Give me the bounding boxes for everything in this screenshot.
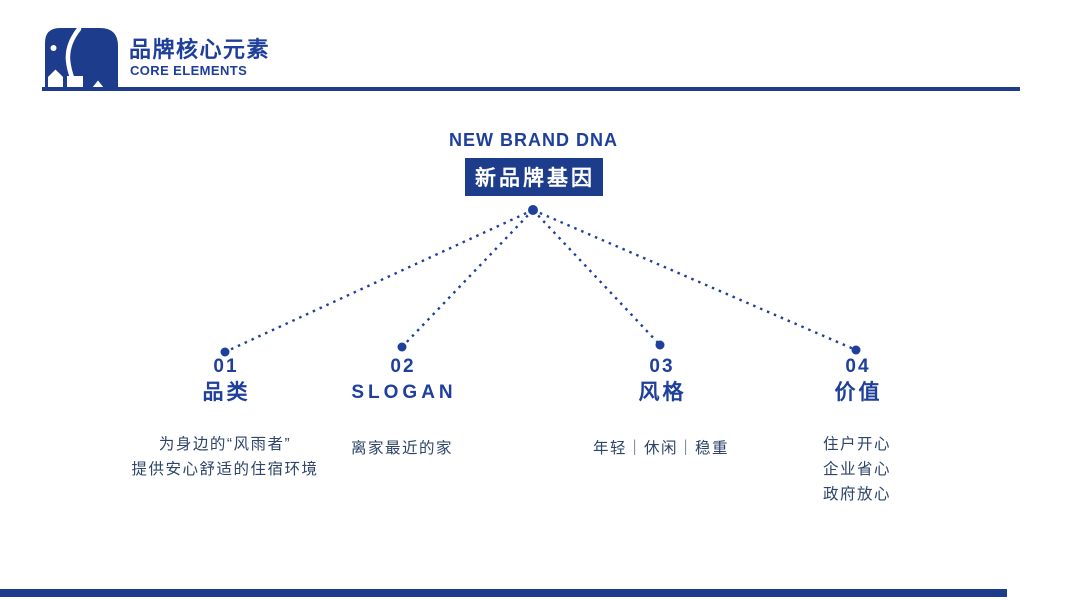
root-label-zh: 新品牌基因 (475, 167, 595, 190)
page-subtitle: CORE ELEMENTS (130, 63, 248, 78)
branch-number: 01 (213, 356, 239, 377)
branch-style: 03 风格 年轻｜休闲｜稳重 (511, 356, 811, 461)
header-divider (42, 87, 1020, 91)
branch-title: 价值 (834, 381, 883, 404)
elephant-logo-icon (45, 28, 118, 88)
page-title: 品牌核心元素 (129, 37, 271, 62)
root-node-box: 新品牌基因 (464, 158, 603, 196)
branch-slogan: 02 SLOGAN 离家最近的家 (252, 356, 552, 461)
footer-accent-bar (0, 589, 1007, 597)
branch-category: 01 品类 为身边的“风雨者” 提供安心舒适的住宿环境 (75, 356, 375, 482)
branch-title: 风格 (638, 381, 687, 404)
branch-description: 住户开心 企业省心 政府放心 (822, 436, 891, 503)
branch-value: 04 价值 住户开心 企业省心 政府放心 (707, 356, 1007, 507)
branch-description: 离家最近的家 (350, 440, 453, 457)
branch-number: 04 (845, 356, 871, 377)
branch-title: SLOGAN (351, 382, 457, 403)
branch-title: 品类 (202, 381, 251, 404)
branch-description: 年轻｜休闲｜稳重 (592, 440, 729, 457)
branch-number: 02 (390, 356, 416, 377)
branch-description: 为身边的“风雨者” 提供安心舒适的住宿环境 (131, 436, 319, 478)
root-label-en: NEW BRAND DNA (449, 130, 618, 150)
branch-number: 03 (649, 356, 675, 377)
